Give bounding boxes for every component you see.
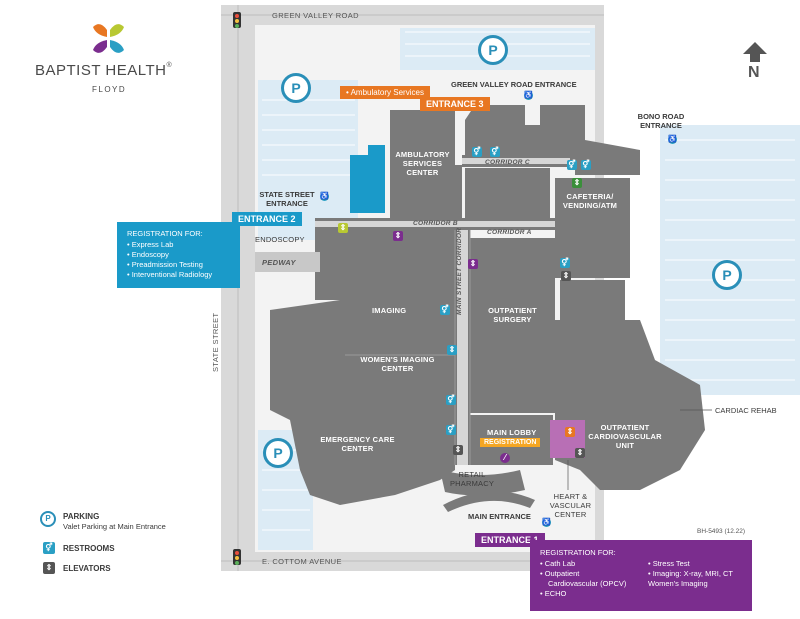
- road-state-street: STATE STREET: [211, 312, 220, 372]
- corridor-b: CORRIDOR B: [413, 220, 458, 227]
- entrance-bono-road: BONO ROAD ENTRANCE: [637, 112, 685, 130]
- legend-restrooms: RESTROOMS: [63, 544, 115, 553]
- registration-panel-blue: REGISTRATION FOR: Express Lab Endoscopy …: [117, 222, 240, 288]
- document-code: BH-5493 (12.22): [697, 528, 746, 535]
- legend-restroom-icon: ⚥: [43, 542, 55, 554]
- elevator-icon: ⇕: [561, 271, 571, 281]
- registration-purple-item: ECHO: [540, 589, 626, 599]
- elevator-icon: ⇕: [447, 345, 457, 355]
- registration-purple-item: Outpatient: [540, 569, 626, 579]
- entrance-1-tag: ENTRANCE 1: [475, 533, 545, 547]
- building-endoscopy: ENDOSCOPY: [255, 235, 305, 244]
- registration-purple-item: Cardiovascular (OPCV): [540, 579, 626, 589]
- elevator-icon: ⇕: [575, 448, 585, 458]
- registration-blue-item: Preadmission Testing: [127, 260, 240, 270]
- building-outpatient-cardio: OUTPATIENT CARDIOVASCULAR UNIT: [588, 423, 662, 450]
- parking-garage: [350, 145, 385, 213]
- registration-purple-item: Imaging: X-ray, MRI, CT: [648, 569, 733, 579]
- entrance-state-street: STATE STREET ENTRANCE: [259, 190, 315, 208]
- brand-reg: ®: [166, 62, 173, 69]
- road-green-valley: GREEN VALLEY ROAD: [272, 11, 359, 20]
- road-e-cottom: E. COTTOM AVENUE: [262, 557, 342, 566]
- pedway: [255, 252, 320, 272]
- pedway-label: PEDWAY: [262, 258, 296, 267]
- brand-name: BAPTIST HEALTH®: [35, 62, 172, 79]
- parking-icon: P: [281, 73, 311, 103]
- legend-parking-icon: P: [40, 511, 56, 527]
- restroom-icon: ⚥: [440, 305, 450, 315]
- brand-sub: FLOYD: [92, 85, 127, 94]
- building-main-lobby: MAIN LOBBY: [487, 428, 537, 437]
- registration-purple-item-text: Cardiovascular (OPCV): [548, 579, 627, 588]
- north-arrow-icon: [743, 42, 767, 62]
- restroom-icon: ⚥: [490, 147, 500, 157]
- corridor-c: CORRIDOR C: [485, 159, 530, 166]
- cardiac-rehab: CARDIAC REHAB: [715, 406, 777, 415]
- building-imaging: IMAGING: [372, 306, 407, 315]
- restroom-icon: ⚥: [446, 425, 456, 435]
- restroom-icon: ⚥: [567, 160, 577, 170]
- building-womens-imaging: WOMEN'S IMAGING CENTER: [360, 355, 435, 373]
- registration-purple-item: Stress Test: [648, 559, 733, 569]
- building-heart-vascular: HEART & VASCULAR CENTER: [549, 492, 592, 519]
- registration-purple-item: Cath Lab: [540, 559, 626, 569]
- parking-stalls: [262, 31, 795, 531]
- entrance-3-tag: ENTRANCE 3: [420, 97, 490, 111]
- entrance-main: MAIN ENTRANCE: [468, 512, 531, 521]
- accessible-icon: ♿: [524, 91, 533, 100]
- legend-elevators: ELEVATORS: [63, 564, 111, 573]
- entrance-green-valley-road: GREEN VALLEY ROAD ENTRANCE: [451, 80, 577, 89]
- parking-icon: P: [263, 438, 293, 468]
- building-ambulatory: AMBULATORY SERVICES CENTER: [395, 150, 450, 177]
- restroom-icon: ⚥: [581, 160, 591, 170]
- accessible-icon: ♿: [668, 135, 677, 144]
- elevator-icon: ⇕: [338, 223, 348, 233]
- registration-blue-item: Express Lab: [127, 240, 240, 250]
- entrance-2-tag: ENTRANCE 2: [232, 212, 302, 226]
- registration-blue-item: Interventional Radiology: [127, 270, 240, 280]
- registration-purple-title: REGISTRATION FOR:: [540, 548, 616, 557]
- elevator-icon: ⇕: [565, 427, 575, 437]
- building-outpatient-surgery: OUTPATIENT SURGERY: [488, 306, 537, 324]
- legend-parking: PARKING: [63, 512, 100, 521]
- building-emergency: EMERGENCY CARE CENTER: [320, 435, 395, 453]
- elevator-icon: ⇕: [393, 231, 403, 241]
- logo-mark: [93, 24, 124, 53]
- registration-purple-item: Women's Imaging: [648, 579, 708, 588]
- legend-valet: Valet Parking at Main Entrance: [63, 522, 166, 531]
- building-retail-pharmacy: RETAIL PHARMACY: [449, 470, 495, 488]
- elevator-icon: ⇕: [572, 178, 582, 188]
- registration-tag: REGISTRATION: [480, 438, 541, 447]
- accessible-icon: ♿: [542, 518, 551, 527]
- restroom-icon: ⚥: [446, 395, 456, 405]
- corridor-a: CORRIDOR A: [487, 229, 532, 236]
- ambulatory-services-tag: • Ambulatory Services: [340, 86, 430, 99]
- registration-blue-title: REGISTRATION FOR:: [127, 229, 203, 238]
- pharmacy-icon: ⁄: [500, 453, 510, 463]
- elevator-icon: ⇕: [453, 445, 463, 455]
- corridor-main-street: MAIN STREET CORRIDOR: [456, 227, 463, 315]
- parking-icon: P: [712, 260, 742, 290]
- brand-name-text: BAPTIST HEALTH: [35, 62, 167, 79]
- restroom-icon: ⚥: [560, 258, 570, 268]
- elevator-icon: ⇕: [468, 259, 478, 269]
- parking-icon: P: [478, 35, 508, 65]
- registration-panel-purple: REGISTRATION FOR: Cath Lab Outpatient Ca…: [530, 540, 752, 611]
- building-cafeteria: CAFETERIA/ VENDING/ATM: [562, 192, 618, 210]
- restroom-icon: ⚥: [472, 147, 482, 157]
- registration-blue-item: Endoscopy: [127, 250, 240, 260]
- north-label: N: [748, 64, 760, 81]
- legend-elevator-icon: ⇕: [43, 562, 55, 574]
- accessible-icon: ♿: [320, 192, 329, 201]
